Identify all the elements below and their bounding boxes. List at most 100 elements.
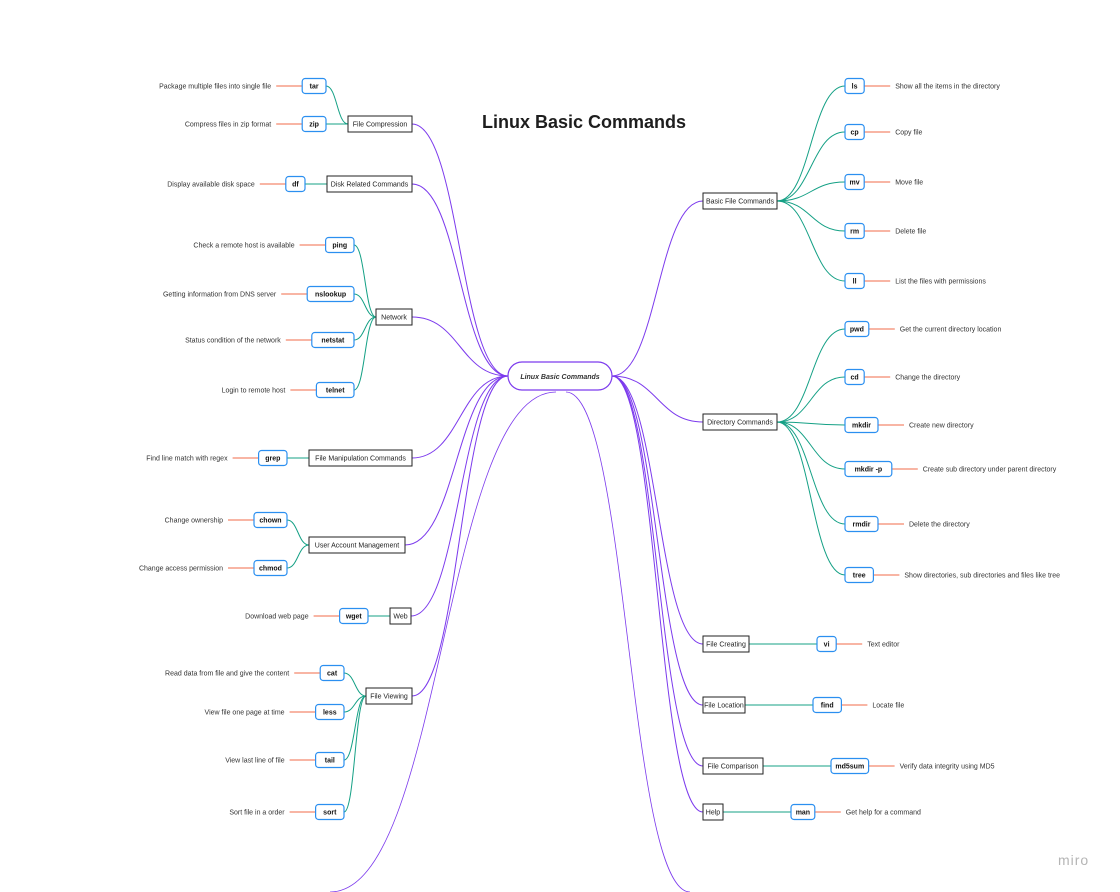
- command-tar[interactable]: tar: [301, 77, 327, 95]
- command-label: df: [292, 182, 299, 189]
- command-label: vi: [824, 642, 830, 649]
- sub-branch-cat: [343, 672, 367, 697]
- sub-branch-less: [343, 695, 367, 713]
- command-sort[interactable]: sort: [315, 803, 345, 821]
- description-tar: Package multiple files into single file: [159, 84, 271, 91]
- command-nslookup[interactable]: nslookup: [306, 285, 355, 303]
- category-label: User Account Management: [315, 543, 399, 550]
- command-label: man: [796, 810, 810, 817]
- category-file-viewing[interactable]: File Viewing: [365, 687, 413, 705]
- command-ping[interactable]: ping: [325, 236, 355, 254]
- command-grep[interactable]: grep: [258, 449, 288, 467]
- category-label: Network: [381, 315, 407, 322]
- branch-web: [410, 375, 509, 617]
- description-df: Display available disk space: [167, 182, 255, 189]
- sub-branch-ls: [776, 85, 846, 202]
- description-find: Locate file: [872, 703, 904, 710]
- description-chown: Change ownership: [165, 518, 223, 525]
- description-sort: Sort file in a order: [229, 810, 285, 817]
- description-cp: Copy file: [895, 130, 922, 137]
- command-label: chmod: [259, 566, 282, 573]
- command-label: grep: [265, 456, 280, 463]
- command-mkdir[interactable]: mkdir: [844, 416, 879, 434]
- description-ping: Check a remote host is available: [193, 243, 294, 250]
- command-cd[interactable]: cd: [844, 368, 865, 386]
- branch-basic-file-commands: [611, 200, 704, 377]
- branch-directory-commands: [611, 375, 704, 423]
- command-label: ls: [852, 84, 858, 91]
- category-file-manipulation-commands[interactable]: File Manipulation Commands: [308, 449, 413, 467]
- command-mkdir-p[interactable]: mkdir -p: [844, 460, 893, 478]
- category-file-comparison[interactable]: File Comparison: [702, 757, 764, 775]
- description-tail: View last line of file: [225, 758, 285, 765]
- command-md5sum[interactable]: md5sum: [830, 757, 870, 775]
- command-label: ping: [332, 243, 347, 250]
- category-label: Basic File Commands: [706, 199, 775, 206]
- description-vi: Text editor: [867, 642, 900, 649]
- category-user-account-management[interactable]: User Account Management: [308, 536, 406, 554]
- command-find[interactable]: find: [812, 696, 842, 714]
- command-less[interactable]: less: [315, 703, 345, 721]
- command-label: pwd: [850, 327, 864, 334]
- category-file-location[interactable]: File Location: [702, 696, 746, 714]
- sub-branch-telnet: [353, 316, 377, 391]
- description-tree: Show directories, sub directories and fi…: [904, 573, 1060, 580]
- description-rmdir: Delete the directory: [909, 522, 970, 529]
- sub-branch-nslookup: [353, 293, 377, 318]
- category-label: File Comparison: [708, 764, 759, 771]
- branch-file-compression: [411, 123, 509, 377]
- category-label: Directory Commands: [707, 420, 773, 427]
- description-cat: Read data from file and give the content: [165, 671, 289, 678]
- command-mv[interactable]: mv: [844, 173, 865, 191]
- command-label: tar: [310, 84, 319, 91]
- command-netstat[interactable]: netstat: [311, 331, 355, 349]
- description-ls: Show all the items in the directory: [895, 84, 1000, 91]
- branch-disk-related-commands: [411, 183, 509, 377]
- command-label: rmdir: [853, 522, 871, 529]
- decorative-branch-left: [329, 391, 557, 892]
- command-man[interactable]: man: [790, 803, 816, 821]
- category-label: Help: [706, 810, 721, 817]
- command-cat[interactable]: cat: [319, 664, 345, 682]
- category-file-creating[interactable]: File Creating: [702, 635, 750, 653]
- category-label: Web: [393, 614, 407, 621]
- category-label: File Viewing: [370, 694, 408, 701]
- command-label: zip: [309, 122, 319, 129]
- category-label: Disk Related Commands: [331, 182, 409, 189]
- command-wget[interactable]: wget: [339, 607, 369, 625]
- center-node[interactable]: Linux Basic Commands: [507, 361, 613, 391]
- category-directory-commands[interactable]: Directory Commands: [702, 413, 778, 431]
- category-help[interactable]: Help: [702, 803, 724, 821]
- command-vi[interactable]: vi: [816, 635, 837, 653]
- command-tail[interactable]: tail: [315, 751, 345, 769]
- mind-map-nodes: Linux Basic Commands File Compression Pack…: [139, 77, 1060, 821]
- branch-file-location: [611, 375, 704, 706]
- command-label: chown: [259, 518, 281, 525]
- command-chown[interactable]: chown: [253, 511, 288, 529]
- sub-branch-ll: [776, 200, 846, 282]
- command-rm[interactable]: rm: [844, 222, 865, 240]
- command-tree[interactable]: tree: [844, 566, 874, 584]
- command-label: nslookup: [315, 292, 346, 299]
- sub-branch-mv: [776, 181, 846, 202]
- sub-branch-chmod: [286, 544, 310, 569]
- category-web[interactable]: Web: [389, 607, 412, 625]
- command-zip[interactable]: zip: [301, 115, 327, 133]
- command-telnet[interactable]: telnet: [315, 381, 355, 399]
- category-network[interactable]: Network: [375, 308, 413, 326]
- description-md5sum: Verify data integrity using MD5: [900, 764, 995, 771]
- description-netstat: Status condition of the network: [185, 338, 281, 345]
- command-chmod[interactable]: chmod: [253, 559, 288, 577]
- command-cp[interactable]: cp: [844, 123, 865, 141]
- category-label: File Manipulation Commands: [315, 456, 406, 463]
- category-basic-file-commands[interactable]: Basic File Commands: [702, 192, 778, 210]
- category-file-compression[interactable]: File Compression: [347, 115, 413, 133]
- command-pwd[interactable]: pwd: [844, 320, 870, 338]
- category-disk-related-commands[interactable]: Disk Related Commands: [326, 175, 413, 193]
- command-df[interactable]: df: [285, 175, 306, 193]
- command-label: rm: [850, 229, 859, 236]
- command-rmdir[interactable]: rmdir: [844, 515, 879, 533]
- command-ll[interactable]: ll: [844, 272, 865, 290]
- command-ls[interactable]: ls: [844, 77, 865, 95]
- branch-user-account-management: [404, 375, 509, 546]
